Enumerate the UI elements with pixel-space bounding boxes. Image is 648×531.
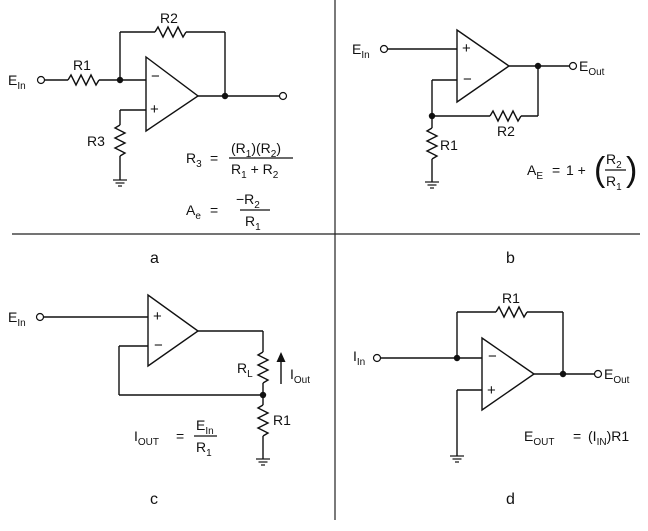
a-minus-sign: − <box>151 68 160 85</box>
c-r1-label: R1 <box>273 412 291 428</box>
c-formula-numerator: EIn <box>196 417 214 437</box>
panel-d: IIn EOut R1 − + EOUT = (IIN)R1 d <box>353 290 630 508</box>
b-input-label: EIn <box>352 41 370 61</box>
svg-text:(IIN)R1: (IIN)R1 <box>588 428 629 448</box>
svg-text:=: = <box>210 202 218 218</box>
svg-text:): ) <box>626 151 637 189</box>
a-r3-resistor <box>113 124 127 157</box>
d-node-output <box>559 370 567 378</box>
a-gain-denominator: R1 <box>245 213 261 233</box>
b-output-label: EOut <box>579 58 605 78</box>
b-gain-denominator: R1 <box>606 173 622 193</box>
d-output-formula: EOUT = (IIN)R1 <box>524 428 629 448</box>
b-gain-numerator: R2 <box>606 151 622 171</box>
c-ground-symbol <box>256 458 270 466</box>
a-gain-numerator: −R2 <box>236 191 260 211</box>
d-caption: d <box>506 491 515 508</box>
svg-text:=: = <box>176 428 184 444</box>
a-input-terminal <box>36 75 46 85</box>
b-output-terminal <box>568 61 578 71</box>
panel-c: EIn + − RL IOut R1 IOUT = EIn R1 c <box>8 293 310 508</box>
svg-text:IOUT: IOUT <box>134 428 159 448</box>
panel-b: EIn EOut + − R2 R1 AE = 1 + ( R2 R1 ) b <box>352 28 637 267</box>
a-r2-label: R2 <box>160 10 178 26</box>
c-minus-sign: − <box>154 337 163 354</box>
d-opamp-triangle <box>481 336 536 412</box>
b-r2-resistor <box>489 109 522 123</box>
svg-text:(: ( <box>594 151 606 189</box>
d-output-label: EOut <box>604 366 630 386</box>
d-plus-sign: + <box>487 382 496 399</box>
c-input-terminal <box>35 312 45 322</box>
a-r3-formula-denominator: R1 + R2 <box>231 161 279 181</box>
d-minus-sign: − <box>488 348 497 365</box>
d-input-terminal <box>372 353 382 363</box>
a-caption: a <box>150 250 159 267</box>
a-r3-label: R3 <box>87 133 105 149</box>
b-caption: b <box>506 250 515 267</box>
c-rl-resistor <box>256 351 270 384</box>
a-node-output <box>221 92 229 100</box>
svg-text:R3: R3 <box>186 150 202 170</box>
svg-text:1 +: 1 + <box>566 162 586 178</box>
c-caption: c <box>150 491 158 508</box>
a-r3-formula: R3 = (R1)(R2) R1 + R2 <box>186 140 293 181</box>
svg-text:EOUT: EOUT <box>524 428 554 448</box>
svg-text:AE: AE <box>527 162 543 182</box>
b-minus-sign: − <box>463 71 472 88</box>
d-input-label: IIn <box>353 348 365 368</box>
a-input-label: EIn <box>8 72 26 92</box>
c-input-label: EIn <box>8 309 26 329</box>
c-iout-label: IOut <box>290 366 310 386</box>
b-opamp-triangle <box>456 28 511 104</box>
a-r3-formula-numerator: (R1)(R2) <box>231 140 281 160</box>
a-opamp-triangle <box>145 55 200 133</box>
b-gain-formula: AE = 1 + ( R2 R1 ) <box>527 151 637 193</box>
b-r1-resistor <box>425 127 439 160</box>
b-ground-symbol <box>425 181 439 189</box>
c-current-formula: IOUT = EIn R1 <box>134 417 217 459</box>
svg-text:=: = <box>552 162 560 178</box>
b-input-terminal <box>379 44 389 54</box>
d-output-terminal <box>593 369 603 379</box>
d-r1-resistor <box>495 305 528 319</box>
c-formula-denominator: R1 <box>196 439 212 459</box>
panel-a: EIn R1 R2 R3 − + R3 = (R1)(R2) R1 + R2 A… <box>8 10 293 267</box>
d-r1-label: R1 <box>502 290 520 306</box>
svg-text:=: = <box>573 428 581 444</box>
svg-text:=: = <box>210 150 218 166</box>
a-r1-label: R1 <box>73 57 91 73</box>
a-gain-formula: Ae = −R2 R1 <box>186 191 270 233</box>
b-r2-label: R2 <box>497 123 515 139</box>
b-plus-sign: + <box>462 40 471 57</box>
c-rl-label: RL <box>237 360 253 380</box>
svg-text:Ae: Ae <box>186 202 201 222</box>
a-plus-sign: + <box>150 101 159 118</box>
c-r1-resistor <box>256 404 270 437</box>
a-output-terminal <box>278 91 288 101</box>
c-current-arrow-icon <box>276 352 286 384</box>
c-plus-sign: + <box>153 308 162 325</box>
a-ground-symbol <box>113 179 127 187</box>
b-r1-label: R1 <box>440 137 458 153</box>
d-ground-symbol <box>450 455 464 463</box>
a-r2-resistor <box>154 25 187 39</box>
c-opamp-triangle <box>147 293 200 368</box>
a-r1-resistor <box>67 73 100 87</box>
